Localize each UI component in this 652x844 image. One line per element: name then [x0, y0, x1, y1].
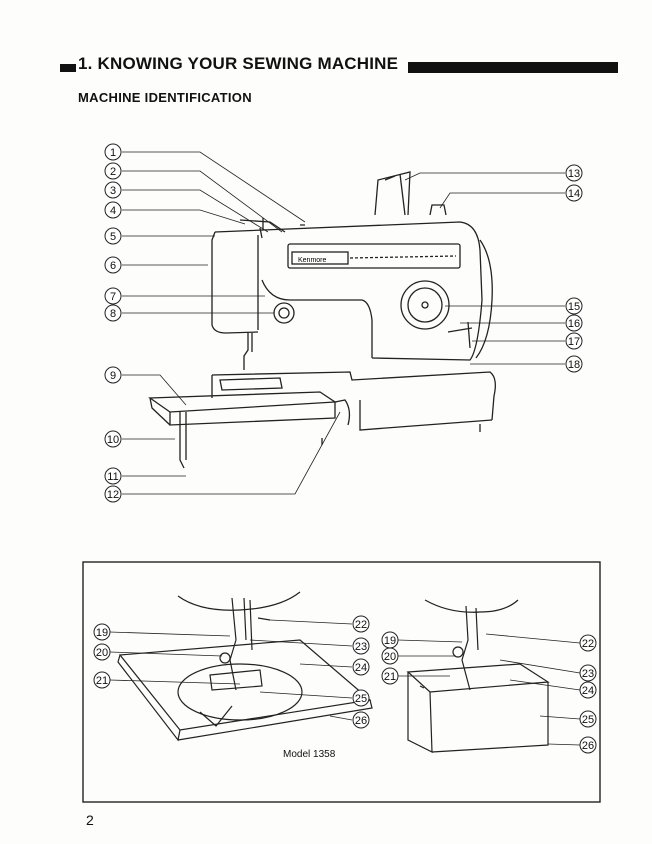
inset-left-callout-23 [352, 637, 370, 655]
inset-right-callout-25 [579, 710, 597, 728]
inset-right-callout-24-label: 24 [582, 685, 594, 697]
inset-left-callout-21-label: 21 [96, 675, 108, 687]
title-bar-left [60, 64, 76, 72]
inset-right-callout-23 [579, 664, 597, 682]
title-bar-right [408, 62, 618, 73]
inset-right-callout-22-label: 22 [582, 638, 594, 650]
inset-left-callout-19 [93, 623, 111, 641]
inset-right-callout-25-label: 25 [582, 714, 594, 726]
page-number: 2 [86, 812, 94, 828]
callout-11 [104, 467, 122, 485]
inset-right-callout-26-label: 26 [582, 740, 594, 752]
inset-left-callout-22 [352, 615, 370, 633]
callout-15-label: 15 [568, 301, 580, 313]
callout-10-label: 10 [107, 434, 119, 446]
inset-left-callout-25-label: 25 [355, 693, 367, 705]
inset-frame [82, 561, 601, 803]
inset-left-callout-24 [352, 658, 370, 676]
inset-left-callout-20 [93, 643, 111, 661]
inset-left-callout-21 [93, 671, 111, 689]
inset-right-callout-26 [579, 736, 597, 754]
callout-3 [104, 181, 122, 199]
brand-label: Kenmore [298, 257, 327, 264]
callout-18 [565, 355, 583, 373]
inset-right-callout-20-label: 20 [384, 651, 396, 663]
inset-left-callout-26 [352, 711, 370, 729]
inset-left-callout-22-label: 22 [355, 619, 367, 631]
model-label: Model 1358 [283, 749, 336, 760]
callout-2-label: 2 [110, 166, 116, 178]
inset-right-callout-19-label: 19 [384, 635, 396, 647]
callout-8 [104, 304, 122, 322]
callout-8-label: 8 [110, 308, 116, 320]
inset-left-callout-23-label: 23 [355, 641, 367, 653]
callout-14-label: 14 [568, 188, 580, 200]
inset-left-callout-25 [352, 689, 370, 707]
callout-10 [104, 430, 122, 448]
inset-left-callout-26-label: 26 [355, 715, 367, 727]
section-title: 1. KNOWING YOUR SEWING MACHINE [78, 54, 399, 73]
inset-left-callout-19-label: 19 [96, 627, 108, 639]
inset-right-callout-21 [381, 667, 399, 685]
inset-right-callout-24 [579, 681, 597, 699]
callout-9 [104, 366, 122, 384]
inset-right-callout-23-label: 23 [582, 668, 594, 680]
section-subtitle: MACHINE IDENTIFICATION [78, 90, 252, 105]
inset-right-callout-20 [381, 647, 399, 665]
callout-5 [104, 227, 122, 245]
callout-12 [104, 485, 122, 503]
inset-left-callout-24-label: 24 [355, 662, 367, 674]
callout-16-label: 16 [568, 318, 580, 330]
callout-7 [104, 287, 122, 305]
callout-5-label: 5 [110, 231, 116, 243]
callout-11-label: 11 [107, 471, 118, 483]
callout-6-label: 6 [110, 260, 116, 272]
callout-2 [104, 162, 122, 180]
callout-13-label: 13 [568, 168, 580, 180]
callout-14 [565, 184, 583, 202]
callout-16 [565, 314, 583, 332]
callout-4 [104, 201, 122, 219]
callout-17 [565, 332, 583, 350]
inset-right-callout-21-label: 21 [384, 671, 396, 683]
callout-15 [565, 297, 583, 315]
callout-17-label: 17 [568, 336, 580, 348]
callout-18-label: 18 [568, 359, 580, 371]
inset-right-callout-22 [579, 634, 597, 652]
callout-3-label: 3 [110, 185, 116, 197]
callout-12-label: 12 [107, 489, 119, 501]
callout-7-label: 7 [110, 291, 116, 303]
callout-6 [104, 256, 122, 274]
callout-13 [565, 164, 583, 182]
callout-1-label: 1 [110, 147, 116, 159]
callout-9-label: 9 [110, 370, 116, 382]
callout-1 [104, 143, 122, 161]
callout-4-label: 4 [110, 205, 116, 217]
inset-left-callout-20-label: 20 [96, 647, 108, 659]
